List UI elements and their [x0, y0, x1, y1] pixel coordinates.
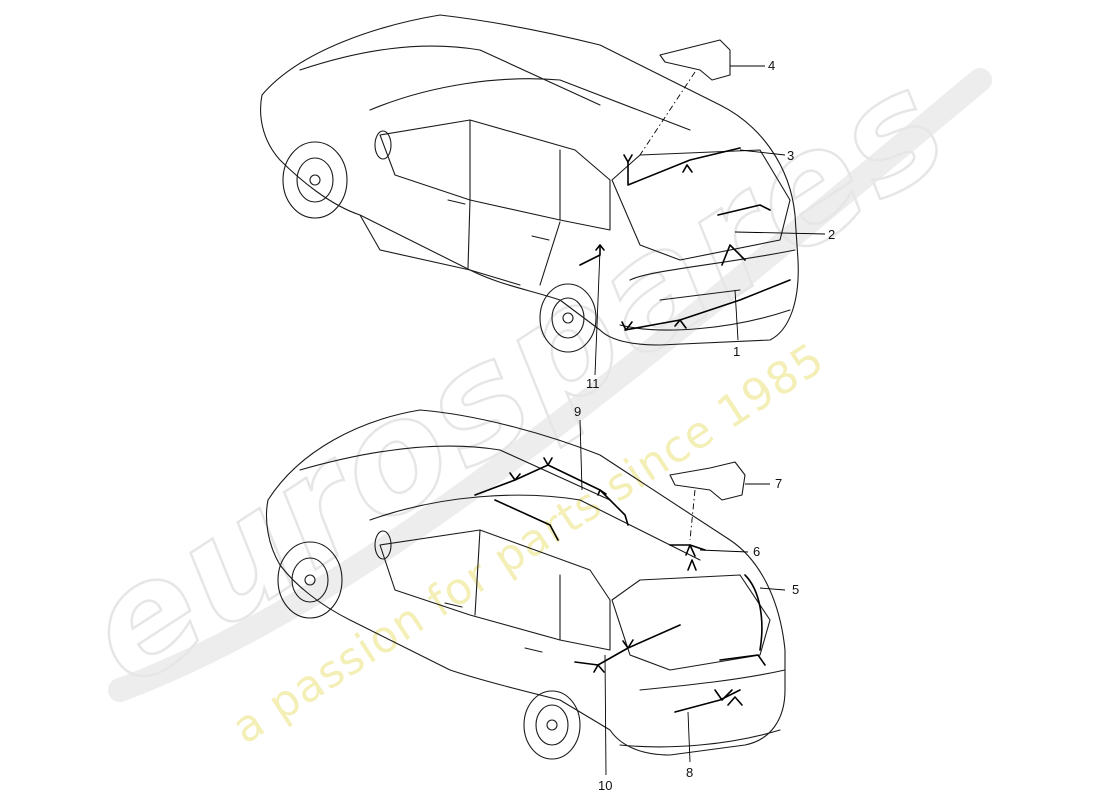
watermark: eurospares a passion for parts since 198…	[54, 35, 992, 754]
callout-7: 7	[775, 476, 782, 491]
top-vehicle-outline	[260, 14, 799, 353]
callout-labels: 1 2 3 4 11 9 7 6 5 8 10	[574, 58, 835, 793]
harness-5	[744, 574, 763, 651]
harness-2	[717, 204, 771, 216]
harness-3	[627, 147, 741, 186]
bottom-leader-lines	[579, 419, 786, 776]
callout-10: 10	[598, 778, 612, 793]
harness-9	[474, 464, 629, 526]
harness-8	[674, 689, 741, 713]
top-vehicle-harnesses	[579, 39, 791, 331]
harness-10	[574, 624, 681, 666]
part-4-bracket	[659, 39, 731, 81]
callout-8: 8	[686, 765, 693, 780]
watermark-logo-text: eurospares	[55, 36, 979, 720]
top-leader-lines	[594, 65, 826, 376]
bottom-vehicle-outline	[265, 409, 786, 760]
part-7-bracket	[669, 461, 746, 501]
callout-4: 4	[768, 58, 775, 73]
callout-3: 3	[787, 148, 794, 163]
callout-9: 9	[574, 404, 581, 419]
watermark-swoosh	[108, 68, 992, 702]
callout-5: 5	[792, 582, 799, 597]
bottom-vehicle-harnesses	[474, 457, 766, 713]
callout-6: 6	[753, 544, 760, 559]
callout-11: 11	[586, 376, 600, 391]
callout-2: 2	[828, 227, 835, 242]
callout-1: 1	[733, 344, 740, 359]
harness-1	[624, 279, 791, 331]
